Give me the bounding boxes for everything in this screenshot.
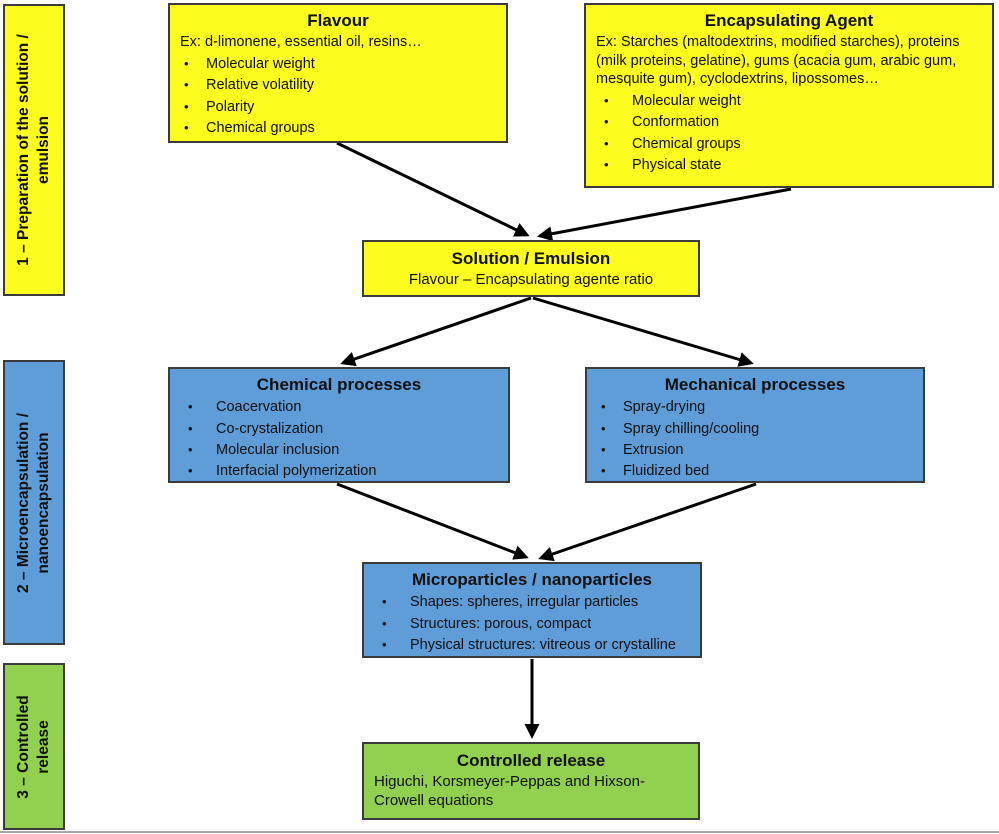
node-encapsulating-agent: Encapsulating Agent Ex: Starches (maltod… <box>584 3 994 188</box>
arrow-solution-to-chemical <box>340 296 532 367</box>
node-flavour-title: Flavour <box>307 11 369 30</box>
list-item-label: Structures: porous, compact <box>410 615 592 632</box>
list-item-label: Spray chilling/cooling <box>623 420 760 437</box>
node-controlled-release: Controlled release Higuchi, Korsmeyer-Pe… <box>362 742 700 820</box>
node-microparticles-bullets: • Shapes: spheres, irregular particles • S… <box>374 594 690 654</box>
list-item: • Spray-drying <box>597 399 913 416</box>
bullet-icon: • <box>188 463 193 479</box>
list-item: • Molecular inclusion <box>180 442 498 459</box>
arrow-encap-to-solution <box>537 187 792 242</box>
list-item: • Shapes: spheres, irregular particles <box>374 594 690 611</box>
bullet-icon: • <box>601 442 606 458</box>
sidebar-step-2-microencapsulation: 2 – Microencapsulation / nanoencapsulati… <box>3 360 65 645</box>
list-item: • Chemical groups <box>180 120 496 137</box>
arrow-solution-to-mechanical <box>532 296 754 367</box>
node-solution-emulsion: Solution / Emulsion Flavour – Encapsulat… <box>362 240 700 297</box>
node-mechanical-processes-bullets: • Spray-drying • Spray chilling/cooling • E… <box>597 399 913 481</box>
arrow-chemical-to-micro <box>336 482 529 560</box>
bullet-icon: • <box>184 98 189 114</box>
node-solution-emulsion-title: Solution / Emulsion <box>451 249 611 268</box>
list-item: • Structures: porous, compact <box>374 616 690 633</box>
node-solution-emulsion-subtitle: Flavour – Encapsulating agente ratio <box>408 271 654 289</box>
node-flavour-bullets: • Molecular weight • Relative volatility •… <box>180 56 496 138</box>
list-item: • Interfacial polymerization <box>180 463 498 480</box>
bullet-icon: • <box>601 463 606 479</box>
list-item-label: Coacervation <box>216 399 302 416</box>
sidebar-step-1-label: 1 – Preparation of the solution / emulsi… <box>14 34 52 266</box>
node-flavour: Flavour Ex: d-limonene, essential oil, r… <box>168 3 508 143</box>
bullet-icon: • <box>601 420 606 436</box>
node-controlled-release-title: Controlled release <box>456 751 606 770</box>
list-item-label: Co-crystalization <box>216 420 324 437</box>
node-microparticles-title: Microparticles / nanoparticles <box>412 570 652 589</box>
list-item-label: Interfacial polymerization <box>216 463 377 480</box>
sidebar-step-3-label: 3 – Controlled release <box>14 694 52 799</box>
sidebar-step-2-label: 2 – Microencapsulation / nanoencapsulati… <box>14 412 52 593</box>
list-item-label: Conformation <box>632 114 720 131</box>
list-item-label: Physical state <box>632 157 722 174</box>
list-item-label: Shapes: spheres, irregular particles <box>410 594 639 611</box>
node-mechanical-processes: Mechanical processes • Spray-drying • Spra… <box>585 367 925 483</box>
node-encapsulating-agent-bullets: • Molecular weight • Conformation • Chemica… <box>596 93 982 175</box>
list-item: • Physical state <box>596 157 982 174</box>
list-item-label: Chemical groups <box>632 135 741 152</box>
list-item: • Spray chilling/cooling <box>597 421 913 438</box>
arrow-flavour-to-solution <box>336 141 530 237</box>
node-chemical-processes-title: Chemical processes <box>256 375 422 394</box>
list-item: • Molecular weight <box>596 93 982 110</box>
list-item-label: Chemical groups <box>206 119 315 136</box>
list-item: • Conformation <box>596 114 982 131</box>
bullet-icon: • <box>382 594 387 610</box>
list-item-label: Relative volatility <box>206 77 314 94</box>
node-encapsulating-agent-title: Encapsulating Agent <box>704 11 874 30</box>
bullet-icon: • <box>184 55 189 71</box>
sidebar-step-3-controlled-release: 3 – Controlled release <box>3 663 65 830</box>
list-item: • Co-crystalization <box>180 421 498 438</box>
node-encapsulating-agent-intro: Ex: Starches (maltodextrins, modified st… <box>596 34 960 88</box>
bullet-icon: • <box>382 637 387 653</box>
list-item-label: Molecular weight <box>632 92 741 109</box>
list-item: • Molecular weight <box>180 56 496 73</box>
node-mechanical-processes-title: Mechanical processes <box>664 375 846 394</box>
bullet-icon: • <box>188 420 193 436</box>
bullet-icon: • <box>604 92 609 108</box>
list-item-label: Polarity <box>206 98 255 115</box>
bullet-icon: • <box>188 399 193 415</box>
bullet-icon: • <box>382 615 387 631</box>
list-item-label: Molecular inclusion <box>216 442 340 459</box>
list-item: • Physical structures: vitreous or crysta… <box>374 637 690 654</box>
list-item-label: Molecular weight <box>206 55 315 72</box>
sidebar-step-1-preparation: 1 – Preparation of the solution / emulsi… <box>3 4 65 296</box>
list-item: • Coacervation <box>180 399 498 416</box>
list-item: • Polarity <box>180 99 496 116</box>
list-item: • Extrusion <box>597 442 913 459</box>
bullet-icon: • <box>604 114 609 130</box>
list-item-label: Physical structures: vitreous or crystal… <box>410 637 676 654</box>
arrow-mechanical-to-micro <box>538 482 757 562</box>
bullet-icon: • <box>188 442 193 458</box>
bullet-icon: • <box>184 119 189 135</box>
list-item: • Relative volatility <box>180 77 496 94</box>
node-chemical-processes-bullets: • Coacervation • Co-crystalization • Molecu… <box>180 399 498 481</box>
bullet-icon: • <box>604 157 609 173</box>
node-microparticles-nanoparticles: Microparticles / nanoparticles • Shapes: … <box>362 562 702 658</box>
node-chemical-processes: Chemical processes • Coacervation • Co-cry… <box>168 367 510 483</box>
node-flavour-intro: Ex: d-limonene, essential oil, resins… <box>180 34 422 51</box>
node-controlled-release-subtitle: Higuchi, Korsmeyer-Peppas and Hixson-Cro… <box>374 773 645 809</box>
list-item-label: Extrusion <box>623 442 684 459</box>
page-bottom-divider <box>0 831 999 833</box>
bullet-icon: • <box>184 77 189 93</box>
list-item: • Fluidized bed <box>597 463 913 480</box>
bullet-icon: • <box>601 399 606 415</box>
list-item: • Chemical groups <box>596 136 982 153</box>
list-item-label: Fluidized bed <box>623 463 710 480</box>
list-item-label: Spray-drying <box>623 399 706 416</box>
bullet-icon: • <box>604 135 609 151</box>
